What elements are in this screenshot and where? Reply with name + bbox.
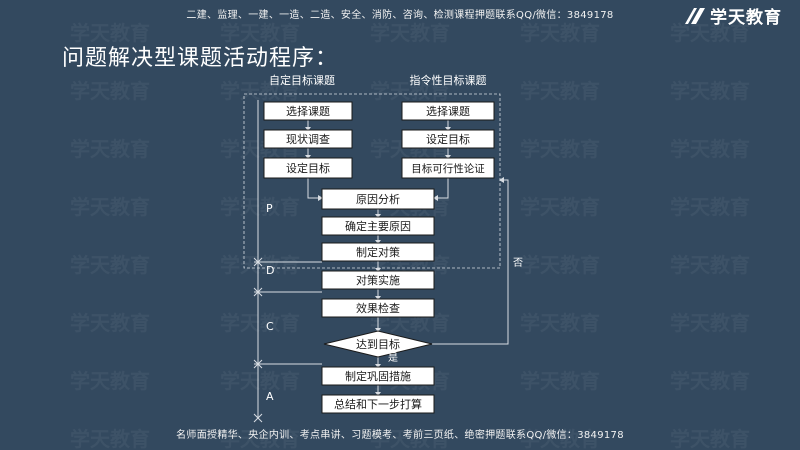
left-step-set-goal <box>263 157 353 179</box>
decision-goal-reached <box>323 330 433 358</box>
phase-label-d: D <box>266 264 274 277</box>
left-step-survey-label: 现状调查 <box>286 132 330 146</box>
decision-goal-reached-label: 达到目标 <box>356 337 400 351</box>
step-implementation-label: 对策实施 <box>356 273 400 287</box>
right-step-feasibility <box>401 157 495 179</box>
left-step-select-topic-label: 选择课题 <box>286 104 330 118</box>
step-countermeasures-label: 制定对策 <box>356 245 400 259</box>
bottom-banner: 名师面授精华、央企内训、考点串讲、习题模考、考前三页纸、绝密押题联系QQ/微信：… <box>176 430 624 441</box>
left-step-set-goal-label: 设定目标 <box>286 161 330 175</box>
step-cause-analysis-label: 原因分析 <box>356 192 400 206</box>
logo-text: 学天教育 <box>710 8 782 28</box>
page-title: 问题解决型课题活动程序： <box>62 46 339 71</box>
col-left-header: 自定目标课题 <box>269 73 335 87</box>
step-effect-check <box>321 298 435 318</box>
decision-yes-label: 是 <box>388 352 398 364</box>
phase-label-c: C <box>266 320 274 333</box>
step-implementation <box>321 270 435 290</box>
step-main-causes <box>321 216 435 236</box>
right-step-feasibility-label: 目标可行性论证 <box>411 162 485 175</box>
right-step-select-topic <box>401 101 495 121</box>
logo-icon <box>685 7 705 24</box>
right-step-set-goal <box>401 129 495 149</box>
plan-phase-boundary <box>243 93 501 269</box>
col-right-header: 指令性目标课题 <box>410 73 487 87</box>
phase-label-p: P <box>266 202 273 215</box>
step-countermeasures <box>321 242 435 262</box>
step-consolidation <box>321 366 435 386</box>
arrowheads <box>305 127 504 396</box>
decision-no-label: 否 <box>513 257 523 269</box>
right-step-set-goal-label: 设定目标 <box>426 132 470 146</box>
phase-cross-marks <box>253 257 263 423</box>
left-step-select-topic <box>263 101 353 121</box>
left-step-survey <box>263 129 353 149</box>
step-summary-next <box>321 394 435 414</box>
step-main-causes-label: 确定主要原因 <box>345 219 411 233</box>
logo: 学天教育 <box>684 3 782 28</box>
step-consolidation-label: 制定巩固措施 <box>345 369 411 383</box>
top-banner: 二建、监理、一建、一造、二造、安全、消防、咨询、检测课程押题联系QQ/微信：38… <box>186 10 614 21</box>
right-step-select-topic-label: 选择课题 <box>426 104 470 118</box>
phase-label-a: A <box>266 390 274 403</box>
step-effect-check-label: 效果检查 <box>356 301 400 315</box>
step-summary-next-label: 总结和下一步打算 <box>334 397 422 411</box>
step-cause-analysis <box>321 188 435 210</box>
